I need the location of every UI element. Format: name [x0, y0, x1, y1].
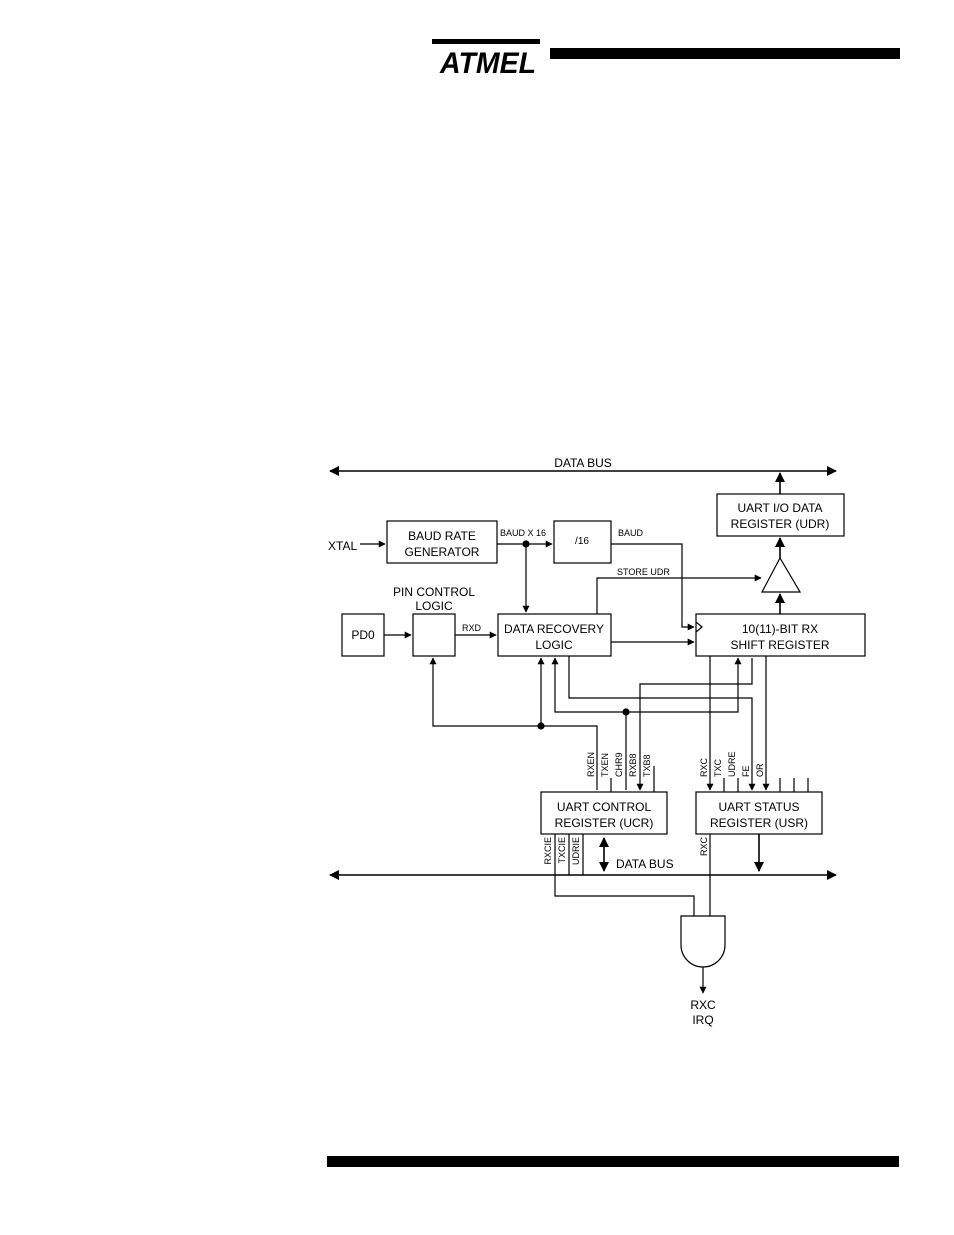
uart-receiver-block-diagram: DATA BUS UART I/O DATA REGISTER (UDR) BA…	[328, 456, 866, 1027]
usr-bit-rxc-bottom: RXC	[699, 837, 709, 857]
baud-label: BAUD	[618, 528, 644, 538]
shift-register-clock-notch	[695, 621, 703, 633]
baud-rate-generator-box	[386, 520, 498, 564]
usr-bit-txc: TXC	[713, 758, 723, 777]
usr-bit-udre: UDRE	[727, 751, 737, 777]
atmel-logo: ATMEL	[432, 39, 540, 80]
rxd-label: RXD	[462, 623, 482, 633]
and-gate	[680, 915, 726, 968]
usr-bit-fe: FE	[741, 765, 751, 777]
usr-bit-or: OR	[755, 763, 765, 777]
irq-label-line2: IRQ	[692, 1013, 713, 1027]
udr-box-label-line2: REGISTER (UDR)	[731, 517, 830, 531]
usr-box-label-line2: REGISTER (USR)	[710, 816, 808, 830]
pin-control-box	[412, 613, 456, 657]
div16-label: /16	[575, 536, 589, 547]
ucr-bit-txb8: TXB8	[642, 754, 652, 777]
pd0-label: PD0	[351, 628, 375, 642]
ucr-box-label-line2: REGISTER (UCR)	[555, 816, 654, 830]
ucr-bit-txcie: TXCIE	[557, 837, 567, 864]
xtal-label: XTAL	[328, 539, 357, 553]
usr-bit-rxc: RXC	[699, 757, 709, 777]
ucr-bottom-bit-labels: RXCIE TXCIE UDRIE	[543, 837, 581, 865]
ucr-bit-rxcie: RXCIE	[543, 837, 553, 865]
chr9-junction	[622, 708, 630, 716]
ucr-bit-chr9: CHR9	[614, 752, 624, 777]
baud-rate-generator-label-line1: BAUD RATE	[408, 529, 476, 543]
atmel-logo-text: ATMEL	[439, 47, 536, 80]
irq-label-line1: RXC	[690, 998, 716, 1012]
chr9-line	[551, 657, 627, 790]
div16-box	[553, 520, 612, 564]
rxb8-line	[636, 658, 753, 791]
data-bus-top-label: DATA BUS	[554, 456, 612, 470]
store-udr-line	[596, 574, 762, 614]
rxen-junction	[537, 722, 545, 730]
recovery-status-line	[568, 656, 756, 791]
shift-register-box	[695, 613, 866, 657]
rxcie-to-gate-line	[554, 834, 695, 916]
ucr-bit-rxen: RXEN	[586, 752, 596, 777]
baud-rate-generator-label-line2: GENERATOR	[405, 545, 480, 559]
ucr-bit-rxb8: RXB8	[628, 753, 638, 777]
shift-register-label-line2: SHIFT REGISTER	[730, 638, 829, 652]
footer-rule	[327, 1156, 899, 1167]
store-udr-label: STORE UDR	[617, 567, 670, 577]
baud-x16-label: BAUD X 16	[500, 528, 546, 538]
data-recovery-box	[497, 613, 612, 657]
rxen-line	[429, 657, 598, 790]
ucr-box	[540, 791, 668, 835]
shift-register-label-line1: 10(11)-BIT RX	[742, 622, 818, 636]
ucr-top-bit-labels: RXEN TXEN CHR9 RXB8 TXB8	[586, 752, 652, 777]
chr9-to-shiftreg-line	[626, 657, 742, 713]
baud-to-shiftreg-line	[611, 543, 695, 631]
udr-box-label-line1: UART I/O DATA	[737, 501, 822, 515]
data-recovery-label-line1: DATA RECOVERY	[504, 622, 604, 636]
ucr-bit-txen: TXEN	[600, 753, 610, 777]
pin-control-label-line2: LOGIC	[415, 599, 453, 613]
data-recovery-label-line2: LOGIC	[535, 638, 573, 652]
header-rule	[550, 48, 900, 59]
store-buffer-triangle	[761, 556, 802, 593]
pin-control-label-line1: PIN CONTROL	[393, 585, 475, 599]
usr-top-bit-labels: RXC TXC UDRE FE OR	[699, 751, 765, 777]
data-bus-bottom-label: DATA BUS	[616, 857, 674, 871]
usr-box-label-line1: UART STATUS	[718, 800, 799, 814]
ucr-bit-udrie: UDRIE	[571, 837, 581, 865]
ucr-box-label-line1: UART CONTROL	[557, 800, 652, 814]
